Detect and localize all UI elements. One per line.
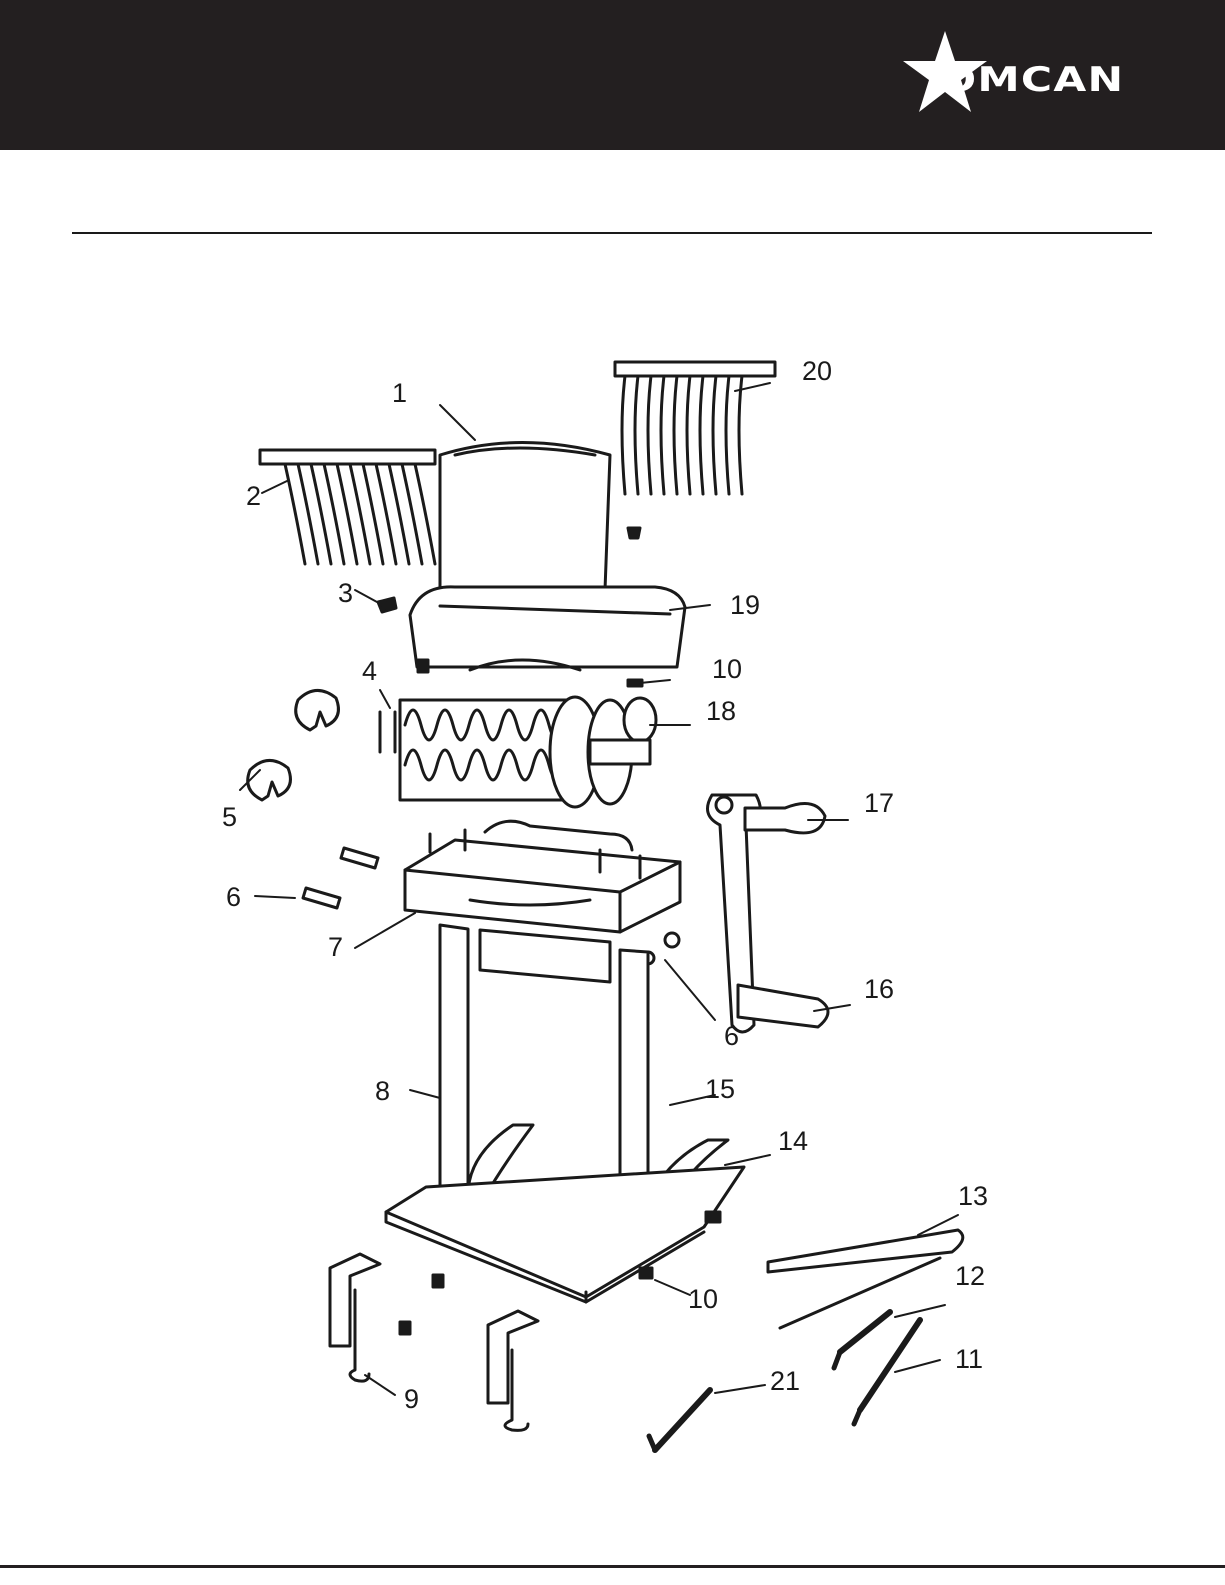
clip-part-5 <box>248 690 339 800</box>
header-bar: OMCAN <box>0 0 1225 150</box>
roller-assembly-part-4 <box>380 697 656 807</box>
callout-4: 4 <box>362 656 377 686</box>
stand-part-14 <box>386 925 744 1334</box>
callout-13: 13 <box>958 1181 988 1211</box>
callout-16: 16 <box>864 974 894 1004</box>
callout-3: 3 <box>338 578 353 608</box>
callout-15: 15 <box>705 1074 735 1104</box>
callout-7: 7 <box>328 932 343 962</box>
callout-2: 2 <box>246 481 261 511</box>
callout-11: 11 <box>955 1344 983 1374</box>
brand-logo: OMCAN <box>900 28 1150 124</box>
callout-20: 20 <box>802 356 832 386</box>
crank-handle-part-16 <box>708 795 829 1032</box>
comb-part-2 <box>260 450 435 564</box>
brand-name: OMCAN <box>940 60 1124 100</box>
housing-part-1 <box>410 443 685 671</box>
section-divider <box>72 232 1152 234</box>
callout-10-lower: 10 <box>688 1284 718 1314</box>
callout-10-upper: 10 <box>712 654 742 684</box>
callout-17: 17 <box>864 788 894 818</box>
callout-9: 9 <box>404 1384 419 1414</box>
callout-6-right: 6 <box>724 1021 739 1051</box>
footer-rule <box>0 1565 1225 1568</box>
exploded-parts-diagram: 1 2 3 4 5 6 6 7 8 9 10 10 11 12 13 14 15… <box>0 330 1225 1460</box>
callout-8: 8 <box>375 1076 390 1106</box>
tongs-part-13 <box>768 1230 963 1328</box>
callout-14: 14 <box>778 1126 808 1156</box>
callout-5: 5 <box>222 802 237 832</box>
callout-19: 19 <box>730 590 760 620</box>
callout-12: 12 <box>955 1261 985 1291</box>
comb-part-20 <box>615 362 775 538</box>
callout-1: 1 <box>392 378 407 408</box>
callout-6-left: 6 <box>226 882 241 912</box>
callout-18: 18 <box>706 696 736 726</box>
callout-21: 21 <box>770 1366 800 1396</box>
